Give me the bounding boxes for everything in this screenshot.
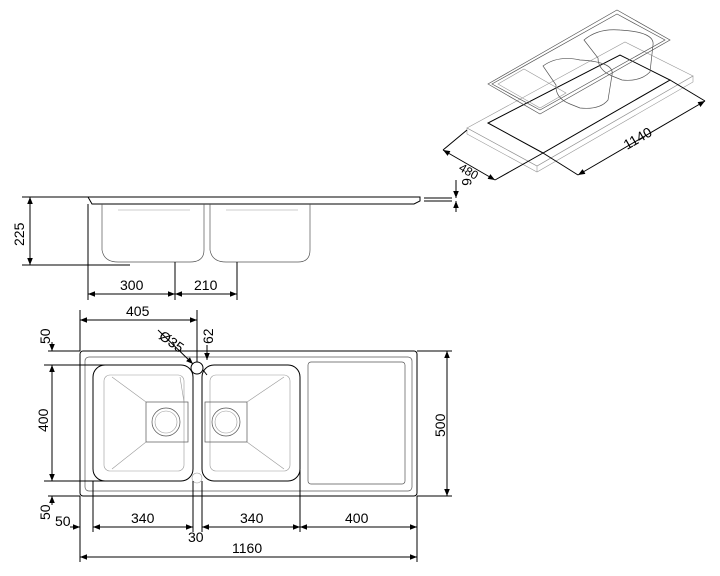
dimension-bowl-depth: 400 [35,408,51,432]
overflow [191,472,203,484]
side-bowl-right [209,204,311,263]
dimension-margin-top: 50 [37,328,53,344]
dimension-405: 405 [126,303,150,319]
dimension-300: 300 [120,277,144,293]
side-flange [87,196,421,205]
side-view: 6 225 300 210 [11,178,475,300]
dimension-drainer-width: 400 [345,510,369,526]
bowl-right [201,364,301,482]
dimension-overall-depth: 500 [432,413,448,437]
dimension-bowl-2-width: 340 [240,510,264,526]
dimension-62: 62 [200,328,216,344]
dimension-flange-6: 6 [459,178,475,186]
bowl-left [92,364,194,482]
dimension-overall-width: 1160 [232,540,262,556]
drainer-area [307,361,406,485]
sink-outline [79,350,418,497]
drain-left [151,407,181,437]
iso-drainer [497,68,567,109]
iso-bowl-left [542,58,613,109]
isometric-view: 480 1140 [442,9,706,183]
dimension-divider: 30 [188,529,204,545]
top-view: 405 Ø35 62 50 400 500 50 50 340 30 340 4… [35,303,452,562]
dimension-width-1140: 1140 [621,124,655,153]
dimension-margin-left: 50 [55,513,71,529]
dimension-margin-bottom: 50 [37,504,53,520]
side-bowl-left [101,204,205,263]
drain-right [211,407,241,437]
iso-sink-rim [487,9,671,115]
dimension-height-225: 225 [11,222,27,246]
dimension-bowl-1-width: 340 [131,510,155,526]
dimension-210: 210 [194,277,218,293]
iso-bowl-right [583,29,654,81]
